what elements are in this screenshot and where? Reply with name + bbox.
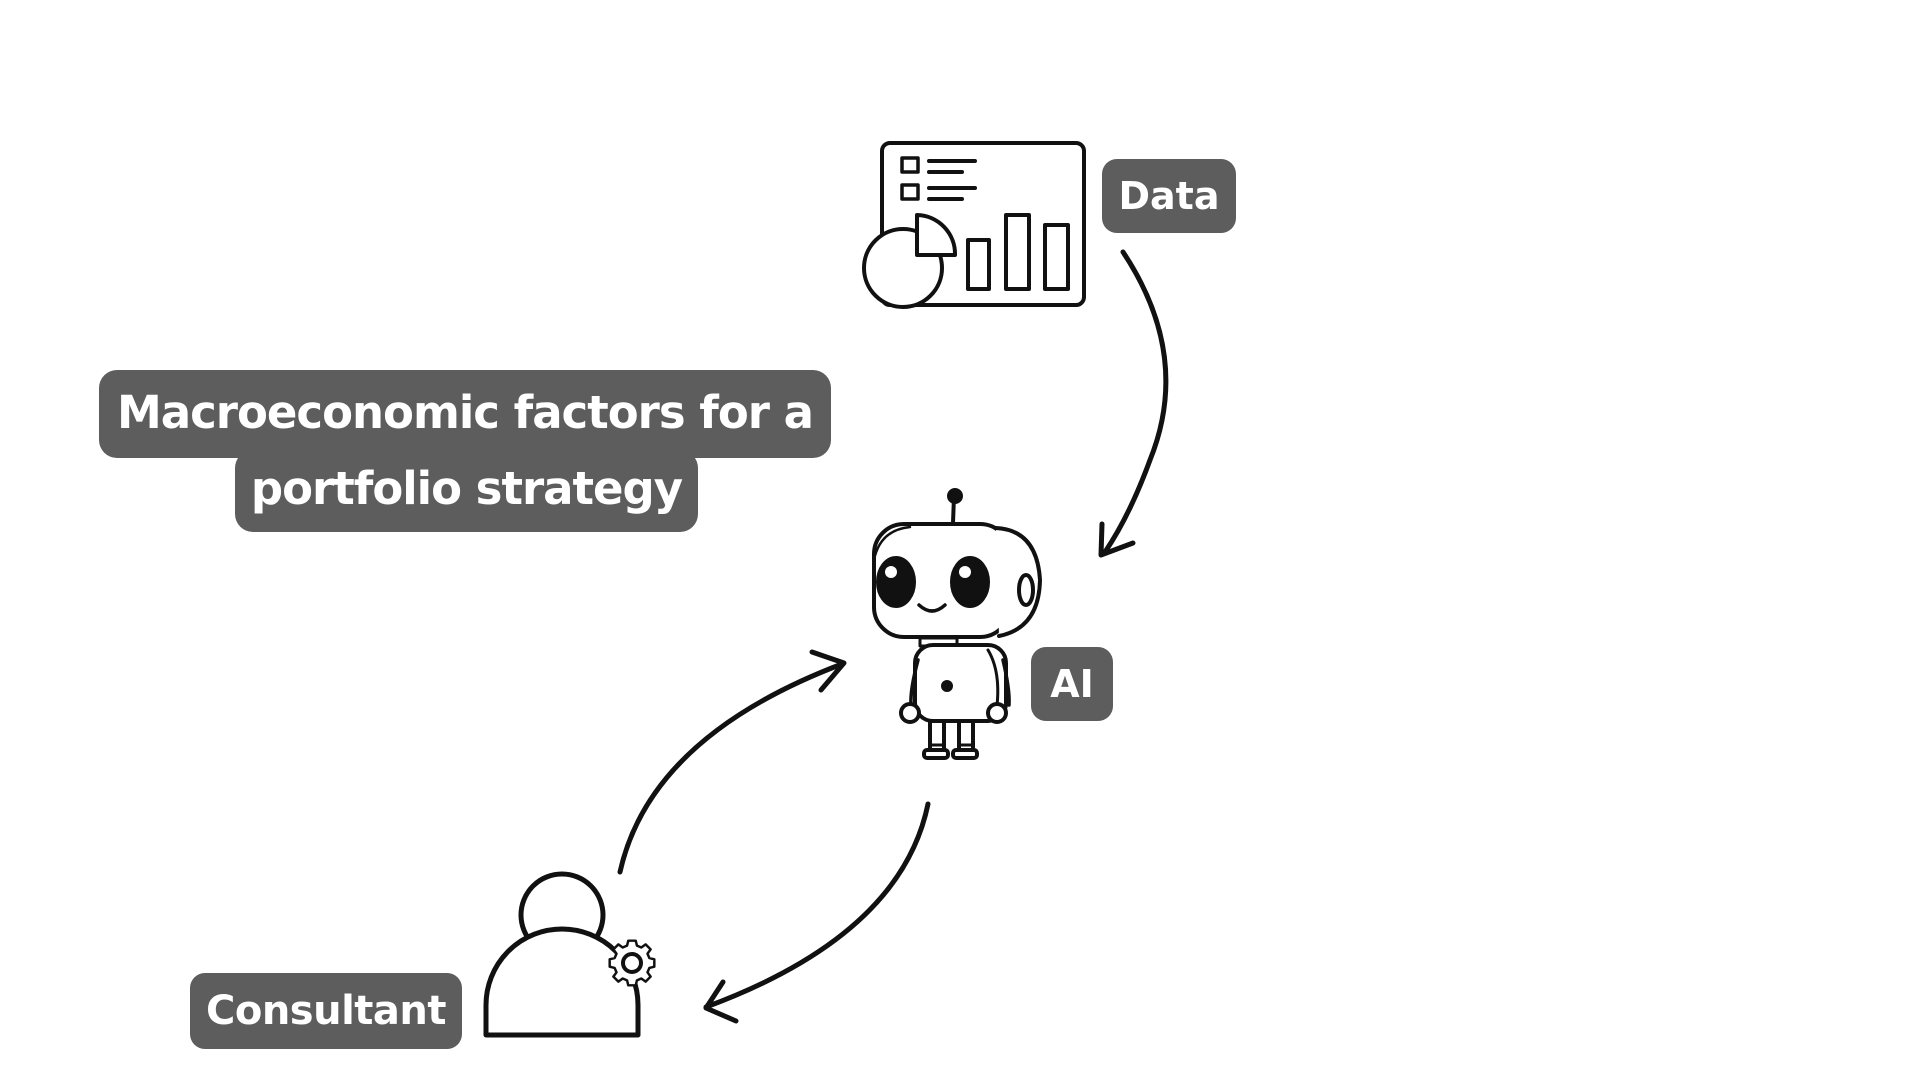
arrow-data-to-ai: [1098, 249, 1169, 558]
ai-node-label: AI: [1031, 647, 1113, 721]
dashboard-chart-icon: [862, 141, 1086, 309]
diagram-title-line-2: portfolio strategy: [235, 450, 698, 532]
diagram-title-line-1: Macroeconomic factors for a: [99, 370, 831, 458]
data-node-label: Data: [1102, 159, 1236, 233]
arrow-consultant-to-ai: [617, 649, 847, 875]
person-gear-icon: [483, 871, 656, 1038]
arrow-ai-to-consultant: [703, 801, 931, 1024]
robot-icon: [872, 488, 1042, 760]
consultant-node-label: Consultant: [190, 973, 462, 1049]
